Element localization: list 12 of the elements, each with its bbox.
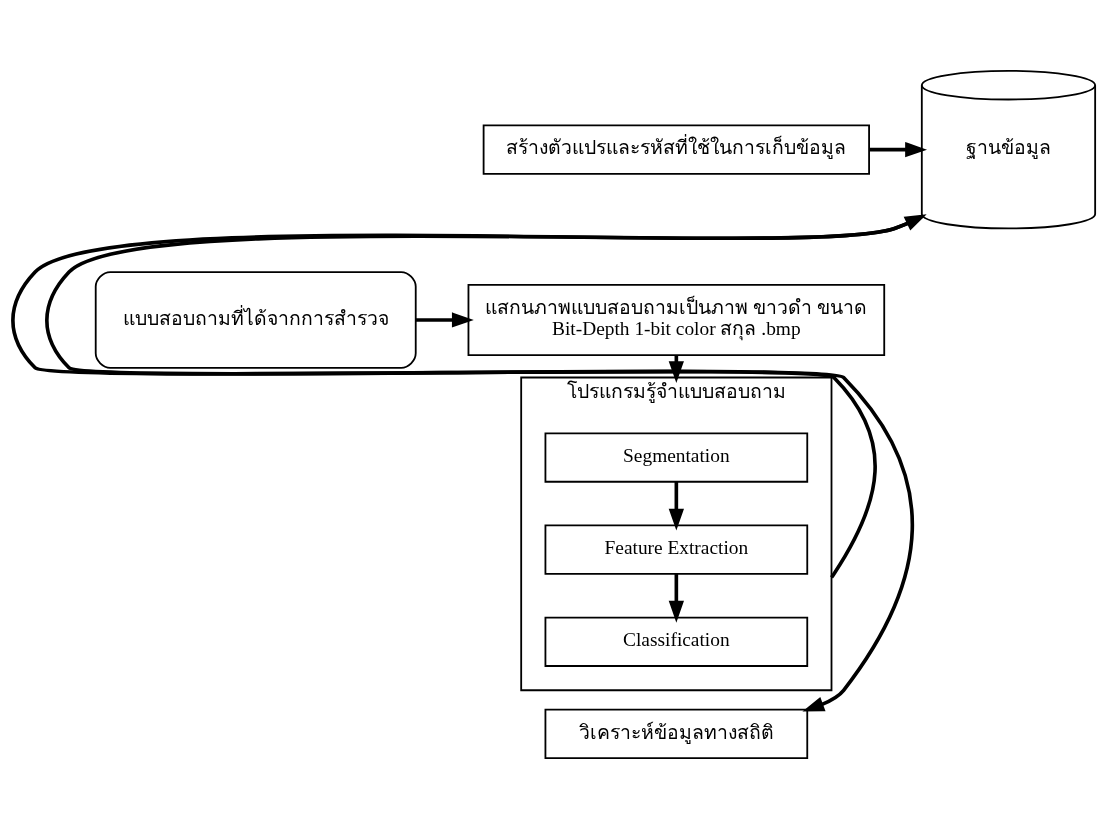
arrow — [415, 311, 474, 328]
node-box: Segmentation — [544, 431, 809, 483]
node-box: สร้างตัวแปรและรหัสที่ใช้ในการเก็บข้อมูล — [482, 124, 870, 175]
node-box: Classification — [544, 616, 809, 667]
arrow — [869, 141, 928, 157]
arrow — [668, 573, 684, 623]
node-box: แบบสอบถามที่ได้จากการสำรวจ — [94, 270, 417, 369]
arrow — [45, 213, 927, 578]
arrow — [668, 481, 684, 531]
node-box: วิเคราะห์ข้อมูลทางสถิติ — [544, 708, 809, 759]
node-box: Feature Extraction — [544, 524, 809, 575]
node-box: แสกนภาพแบบสอบถามเป็นภาพ ขาวดำ ขนาด Bit-Depth 1-bit color สกุล .bmp — [467, 283, 886, 356]
